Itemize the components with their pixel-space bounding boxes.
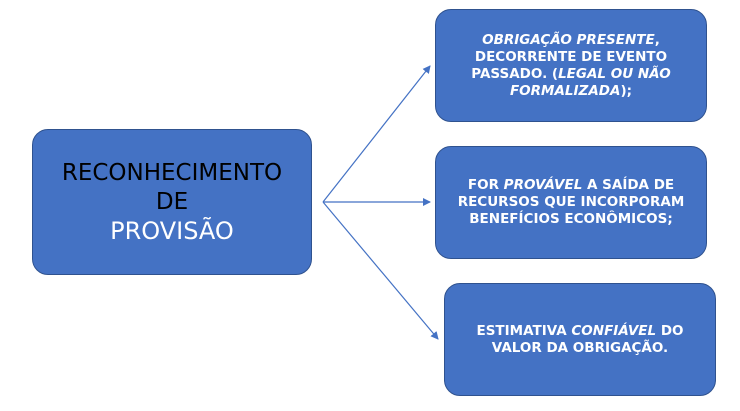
condition-text-3: ESTIMATIVA CONFIÁVEL DO VALOR DA OBRIGAÇ…	[476, 322, 684, 356]
arrow-to-box3	[322, 201, 439, 340]
recognition-line-1: RECONHECIMENTO	[61, 159, 283, 186]
recognition-title: RECONHECIMENTO DE PROVISÃO	[62, 159, 282, 246]
condition-box-probable-outflow: FOR PROVÁVEL A SAÍDA DE RECURSOS QUE INC…	[435, 146, 707, 259]
recognition-line-2: DE	[155, 188, 189, 215]
probable-emphasis: PROVÁVEL	[503, 177, 583, 193]
condition-text-2: FOR PROVÁVEL A SAÍDA DE RECURSOS QUE INC…	[457, 177, 685, 227]
condition-box-present-obligation: OBRIGAÇÃO PRESENTE, DECORRENTE DE EVENTO…	[435, 9, 707, 122]
reliable-emphasis: CONFIÁVEL	[571, 322, 657, 339]
formalized-emphasis: FORMALIZADA	[509, 82, 621, 99]
condition-box-reliable-estimate: ESTIMATIVA CONFIÁVEL DO VALOR DA OBRIGAÇ…	[444, 283, 716, 396]
recognition-line-3: PROVISÃO	[110, 216, 234, 245]
arrow-to-box1	[322, 65, 431, 203]
recognition-box: RECONHECIMENTO DE PROVISÃO	[32, 129, 312, 275]
condition-text-1: OBRIGAÇÃO PRESENTE, DECORRENTE DE EVENTO…	[471, 31, 671, 99]
legal-emphasis: LEGAL OU NÃO	[558, 65, 671, 82]
present-obligation-emphasis: OBRIGAÇÃO PRESENTE	[482, 31, 655, 48]
